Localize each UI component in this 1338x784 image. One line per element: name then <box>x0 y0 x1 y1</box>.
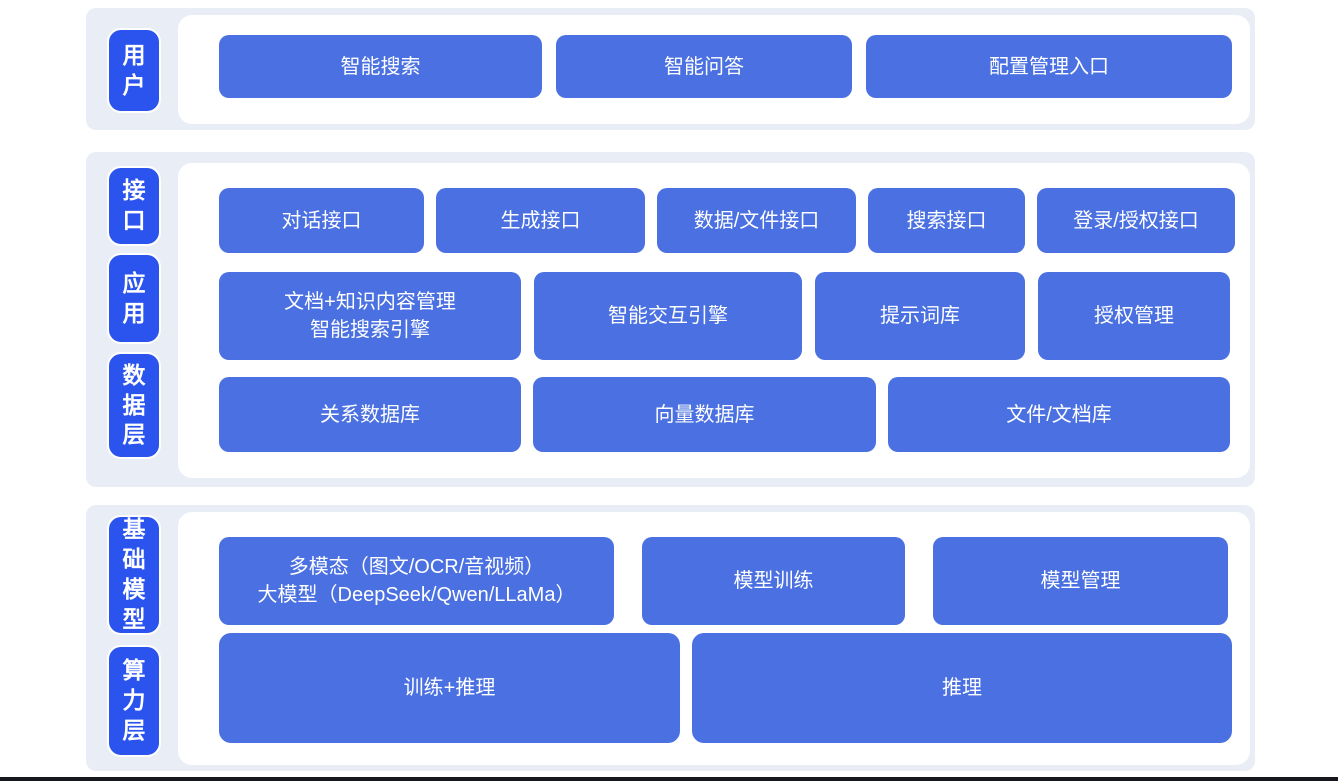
layer-label-user: 用户 <box>107 28 161 113</box>
data-row: 关系数据库 向量数据库 文件/文档库 <box>219 377 1230 452</box>
node-smart-qa: 智能问答 <box>556 35 852 98</box>
node-model-management: 模型管理 <box>933 537 1228 625</box>
node-auth-management: 授权管理 <box>1038 272 1230 360</box>
layer-label-interface-text: 接口 <box>122 177 146 233</box>
node-config-management-entry: 配置管理入口 <box>866 35 1232 98</box>
layer-label-data-text: 数据层 <box>122 361 146 448</box>
middle-layer-panel: 接口 应用 数据层 对话接口 生成接口 数据/文件接口 搜索接口 登录/授权接口… <box>86 152 1255 487</box>
node-vector-db: 向量数据库 <box>533 377 876 452</box>
node-generation-api: 生成接口 <box>436 188 645 253</box>
model-row: 多模态（图文/OCR/音视频） 大模型（DeepSeek/Qwen/LLaMa）… <box>219 537 1228 625</box>
user-layer-panel: 用户 智能搜索 智能问答 配置管理入口 <box>86 8 1255 130</box>
user-layer-row: 智能搜索 智能问答 配置管理入口 <box>219 35 1232 98</box>
layer-label-application: 应用 <box>107 253 161 344</box>
layer-label-data: 数据层 <box>107 352 161 459</box>
user-layer-content: 智能搜索 智能问答 配置管理入口 <box>178 15 1250 124</box>
node-training-inference: 训练+推理 <box>219 633 680 743</box>
bottom-divider <box>0 777 1338 781</box>
node-inference: 推理 <box>692 633 1232 743</box>
node-data-file-api: 数据/文件接口 <box>657 188 856 253</box>
interface-row: 对话接口 生成接口 数据/文件接口 搜索接口 登录/授权接口 <box>219 188 1235 253</box>
node-login-auth-api: 登录/授权接口 <box>1037 188 1235 253</box>
middle-layer-content: 对话接口 生成接口 数据/文件接口 搜索接口 登录/授权接口 文档+知识内容管理… <box>178 163 1250 478</box>
node-multimodal-llm: 多模态（图文/OCR/音视频） 大模型（DeepSeek/Qwen/LLaMa） <box>219 537 614 625</box>
node-search-api: 搜索接口 <box>868 188 1025 253</box>
layer-label-interface: 接口 <box>107 166 161 246</box>
node-dialog-api: 对话接口 <box>219 188 424 253</box>
compute-row: 训练+推理 推理 <box>219 633 1232 743</box>
application-row: 文档+知识内容管理 智能搜索引擎 智能交互引擎 提示词库 授权管理 <box>219 272 1230 360</box>
node-model-training: 模型训练 <box>642 537 905 625</box>
layer-label-foundation-model: 基础模型 <box>107 515 161 635</box>
node-relational-db: 关系数据库 <box>219 377 521 452</box>
node-smart-search: 智能搜索 <box>219 35 542 98</box>
node-file-doc-db: 文件/文档库 <box>888 377 1230 452</box>
node-doc-knowledge-search-engine: 文档+知识内容管理 智能搜索引擎 <box>219 272 521 360</box>
node-prompt-library: 提示词库 <box>815 272 1025 360</box>
node-intelligent-interaction-engine: 智能交互引擎 <box>534 272 802 360</box>
foundation-layer-content: 多模态（图文/OCR/音视频） 大模型（DeepSeek/Qwen/LLaMa）… <box>178 512 1250 765</box>
layer-label-application-text: 应用 <box>122 269 146 326</box>
layer-label-user-text: 用户 <box>122 41 146 98</box>
layer-label-compute-text: 算力层 <box>122 657 146 743</box>
layer-label-compute: 算力层 <box>107 645 161 757</box>
layer-label-foundation-model-text: 基础模型 <box>122 516 146 632</box>
foundation-layer-panel: 基础模型 算力层 多模态（图文/OCR/音视频） 大模型（DeepSeek/Qw… <box>86 505 1255 771</box>
